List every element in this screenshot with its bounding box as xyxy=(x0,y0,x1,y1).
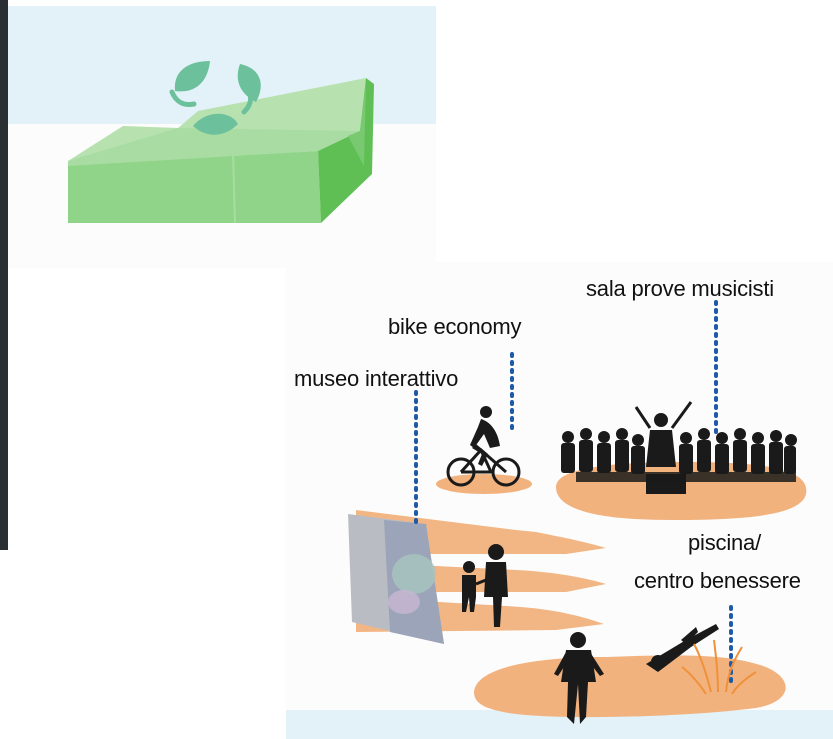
swimmer-icon xyxy=(646,624,719,672)
pool-platform xyxy=(474,655,786,718)
label-centro-benessere: centro benessere xyxy=(634,568,801,593)
green-block-panel xyxy=(8,6,436,268)
family-icon xyxy=(462,544,508,627)
green-block-illustration xyxy=(8,6,436,268)
cyclist-icon xyxy=(446,406,521,487)
label-piscina: piscina/ xyxy=(688,530,761,555)
recycle-leaves-icon xyxy=(169,61,261,135)
water-splash xyxy=(681,639,757,695)
label-sala-prove: sala prove musicisti xyxy=(586,276,774,301)
orchestra-icon xyxy=(561,401,797,494)
label-museo: museo interattivo xyxy=(294,366,459,391)
interactive-screen xyxy=(348,514,444,644)
diver-icon xyxy=(554,632,604,724)
label-bike-economy: bike economy xyxy=(388,314,522,339)
activities-illustration xyxy=(286,262,833,739)
photo-edge xyxy=(0,0,8,550)
leader-lines xyxy=(414,300,733,689)
bike-platform xyxy=(436,474,532,494)
activities-scene: sala prove musicisti bike economy museo … xyxy=(286,262,833,739)
